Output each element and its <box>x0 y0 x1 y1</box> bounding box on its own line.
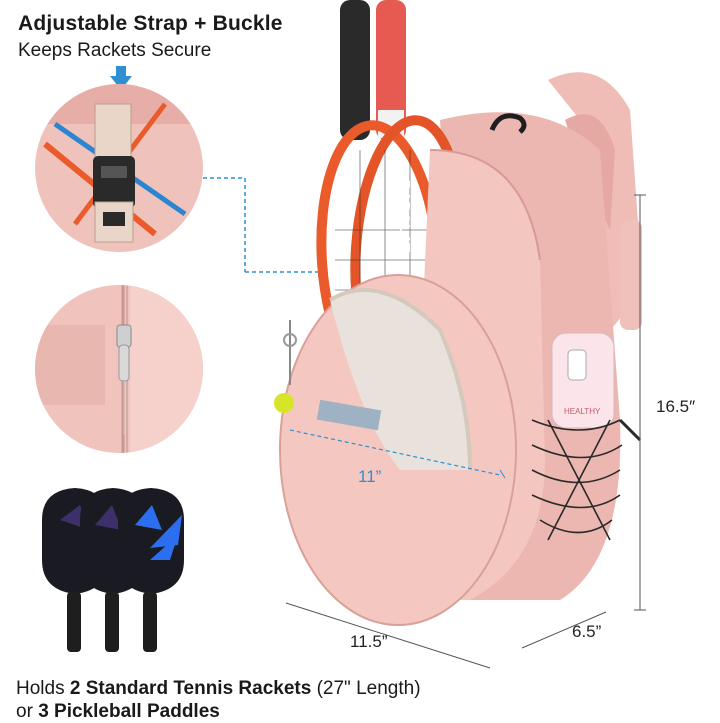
headline: Adjustable Strap + Buckle <box>18 12 283 35</box>
dimension-depth: 6.5” <box>572 622 602 641</box>
capacity-line-1: Holds 2 Standard Tennis Rackets (27" Len… <box>16 678 421 699</box>
zipper-detail-image <box>35 285 203 453</box>
dimension-front-width: 11” <box>358 467 382 486</box>
svg-text:HEALTHY: HEALTHY <box>564 407 601 416</box>
capacity-line-2: or 3 Pickleball Paddles <box>16 701 220 722</box>
subheadline: Keeps Rackets Secure <box>18 40 212 61</box>
dimension-height: 16.5″ <box>656 397 696 416</box>
dimension-bottom-width: 11.5” <box>350 632 388 651</box>
svg-text:BABOLAT: BABOLAT <box>396 180 413 252</box>
paddle-3 <box>118 488 184 652</box>
down-arrow-icon <box>110 66 132 90</box>
